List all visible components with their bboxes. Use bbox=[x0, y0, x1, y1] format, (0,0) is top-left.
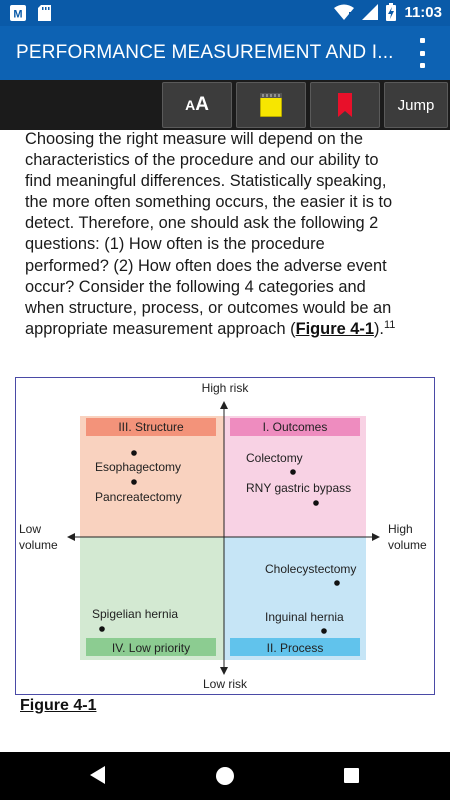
paragraph-line: Choosing the right measure will depend o… bbox=[25, 130, 364, 148]
paragraph-last-line: appropriate measurement approach (Figure… bbox=[25, 319, 430, 340]
status-bar: M 11:03 bbox=[0, 0, 450, 26]
paragraph-text: appropriate measurement approach ( bbox=[25, 319, 296, 338]
paragraph-line: detect. Therefore, one should ask the fo… bbox=[25, 214, 379, 233]
point-pancreatectomy bbox=[131, 479, 137, 485]
battery-charging-icon bbox=[386, 3, 397, 21]
process-label-bar bbox=[230, 638, 360, 656]
status-left-icons: M bbox=[10, 5, 51, 21]
notification-m-icon: M bbox=[10, 5, 26, 21]
label-rny-gastric-bypass: RNY gastric bypass bbox=[246, 481, 351, 495]
home-icon[interactable] bbox=[216, 767, 234, 785]
axis-label-high-risk: High risk bbox=[202, 381, 250, 395]
label-cholecystectomy: Cholecystectomy bbox=[265, 562, 356, 576]
vertical-axis-arrow-bottom bbox=[220, 667, 228, 675]
label-esophagectomy: Esophagectomy bbox=[95, 460, 181, 474]
paragraph-line: occur? Consider the following 4 categori… bbox=[25, 277, 366, 296]
label-colectomy: Colectomy bbox=[246, 451, 303, 465]
vertical-axis-arrow-top bbox=[220, 401, 228, 409]
axis-label-high: High bbox=[388, 522, 413, 536]
bookmark-button[interactable] bbox=[310, 82, 380, 128]
axis-label-high-volume: High volume bbox=[388, 522, 427, 552]
label-spigelian-hernia: Spigelian hernia bbox=[92, 607, 178, 621]
horizontal-axis-arrow-right bbox=[372, 533, 380, 541]
paragraph-line: the more often something occurs, the eas… bbox=[25, 193, 393, 212]
axis-label-low-risk: Low risk bbox=[203, 677, 248, 691]
label-pancreatectomy: Pancreatectomy bbox=[95, 490, 182, 504]
sd-card-icon bbox=[38, 5, 51, 21]
overflow-menu-icon[interactable] bbox=[416, 38, 428, 68]
note-button[interactable] bbox=[236, 82, 306, 128]
status-right-icons: 11:03 bbox=[334, 3, 442, 21]
figure-4-1[interactable]: III. Structure I. Outcomes IV. Low prior… bbox=[15, 377, 435, 695]
cellular-signal-icon bbox=[362, 4, 379, 20]
body-paragraph: Choosing the right measure will depend o… bbox=[25, 129, 430, 340]
jump-button[interactable]: Jump bbox=[384, 82, 448, 128]
svg-text:M: M bbox=[13, 9, 22, 21]
axis-label-volume-left: volume bbox=[19, 538, 58, 552]
paragraph-text: ). bbox=[373, 319, 384, 338]
quadrant-label-structure: III. Structure bbox=[118, 420, 184, 434]
paragraph-line: when structure, process, or outcomes wou… bbox=[25, 298, 392, 317]
font-size-label-large: A bbox=[195, 94, 209, 115]
font-size-label-small: A bbox=[185, 97, 196, 113]
quadrant-outcomes bbox=[224, 416, 366, 537]
structure-label-bar bbox=[86, 418, 216, 436]
wifi-icon bbox=[334, 4, 355, 20]
quadrant-label-process: II. Process bbox=[267, 641, 324, 655]
axis-label-volume-right: volume bbox=[388, 538, 427, 552]
paragraph-line: find meaningful differences. Statistical… bbox=[25, 172, 387, 191]
risk-volume-matrix: III. Structure I. Outcomes IV. Low prior… bbox=[19, 381, 427, 691]
axis-label-low: Low bbox=[19, 522, 41, 536]
bookmark-icon bbox=[338, 93, 352, 117]
quadrant-label-outcomes: I. Outcomes bbox=[263, 420, 328, 434]
point-colectomy bbox=[290, 469, 296, 475]
recents-icon[interactable] bbox=[344, 768, 359, 783]
outcomes-label-bar bbox=[230, 418, 360, 436]
paragraph-line: characteristics of the procedure and our… bbox=[25, 151, 379, 170]
figure-reference-link[interactable]: Figure 4-1 bbox=[295, 319, 374, 338]
point-rny-gastric-bypass bbox=[313, 500, 319, 506]
paragraph-line: questions: (1) How often is the procedur… bbox=[25, 235, 325, 254]
point-esophagectomy bbox=[131, 450, 137, 456]
horizontal-axis-arrow-left bbox=[67, 533, 75, 541]
figure-caption-link[interactable]: Figure 4-1 bbox=[20, 697, 97, 714]
low-priority-label-bar bbox=[86, 638, 216, 656]
axis-label-low-volume: Low volume bbox=[19, 522, 58, 552]
app-title: PERFORMANCE MEASUREMENT AND I... bbox=[16, 42, 394, 63]
point-inguinal-hernia bbox=[321, 628, 327, 634]
status-clock: 11:03 bbox=[404, 3, 442, 21]
navigation-bar bbox=[0, 752, 450, 800]
quadrant-structure bbox=[80, 416, 224, 537]
label-inguinal-hernia: Inguinal hernia bbox=[265, 610, 344, 624]
app-bar: PERFORMANCE MEASUREMENT AND I... bbox=[0, 26, 450, 80]
sticky-note-icon bbox=[260, 93, 282, 117]
quadrant-label-low-priority: IV. Low priority bbox=[112, 641, 190, 655]
point-cholecystectomy bbox=[334, 580, 340, 586]
point-spigelian-hernia bbox=[99, 626, 105, 632]
back-icon[interactable] bbox=[90, 766, 105, 784]
citation-superscript[interactable]: 11 bbox=[383, 318, 396, 331]
paragraph-line: performed? (2) How often does the advers… bbox=[25, 256, 387, 275]
